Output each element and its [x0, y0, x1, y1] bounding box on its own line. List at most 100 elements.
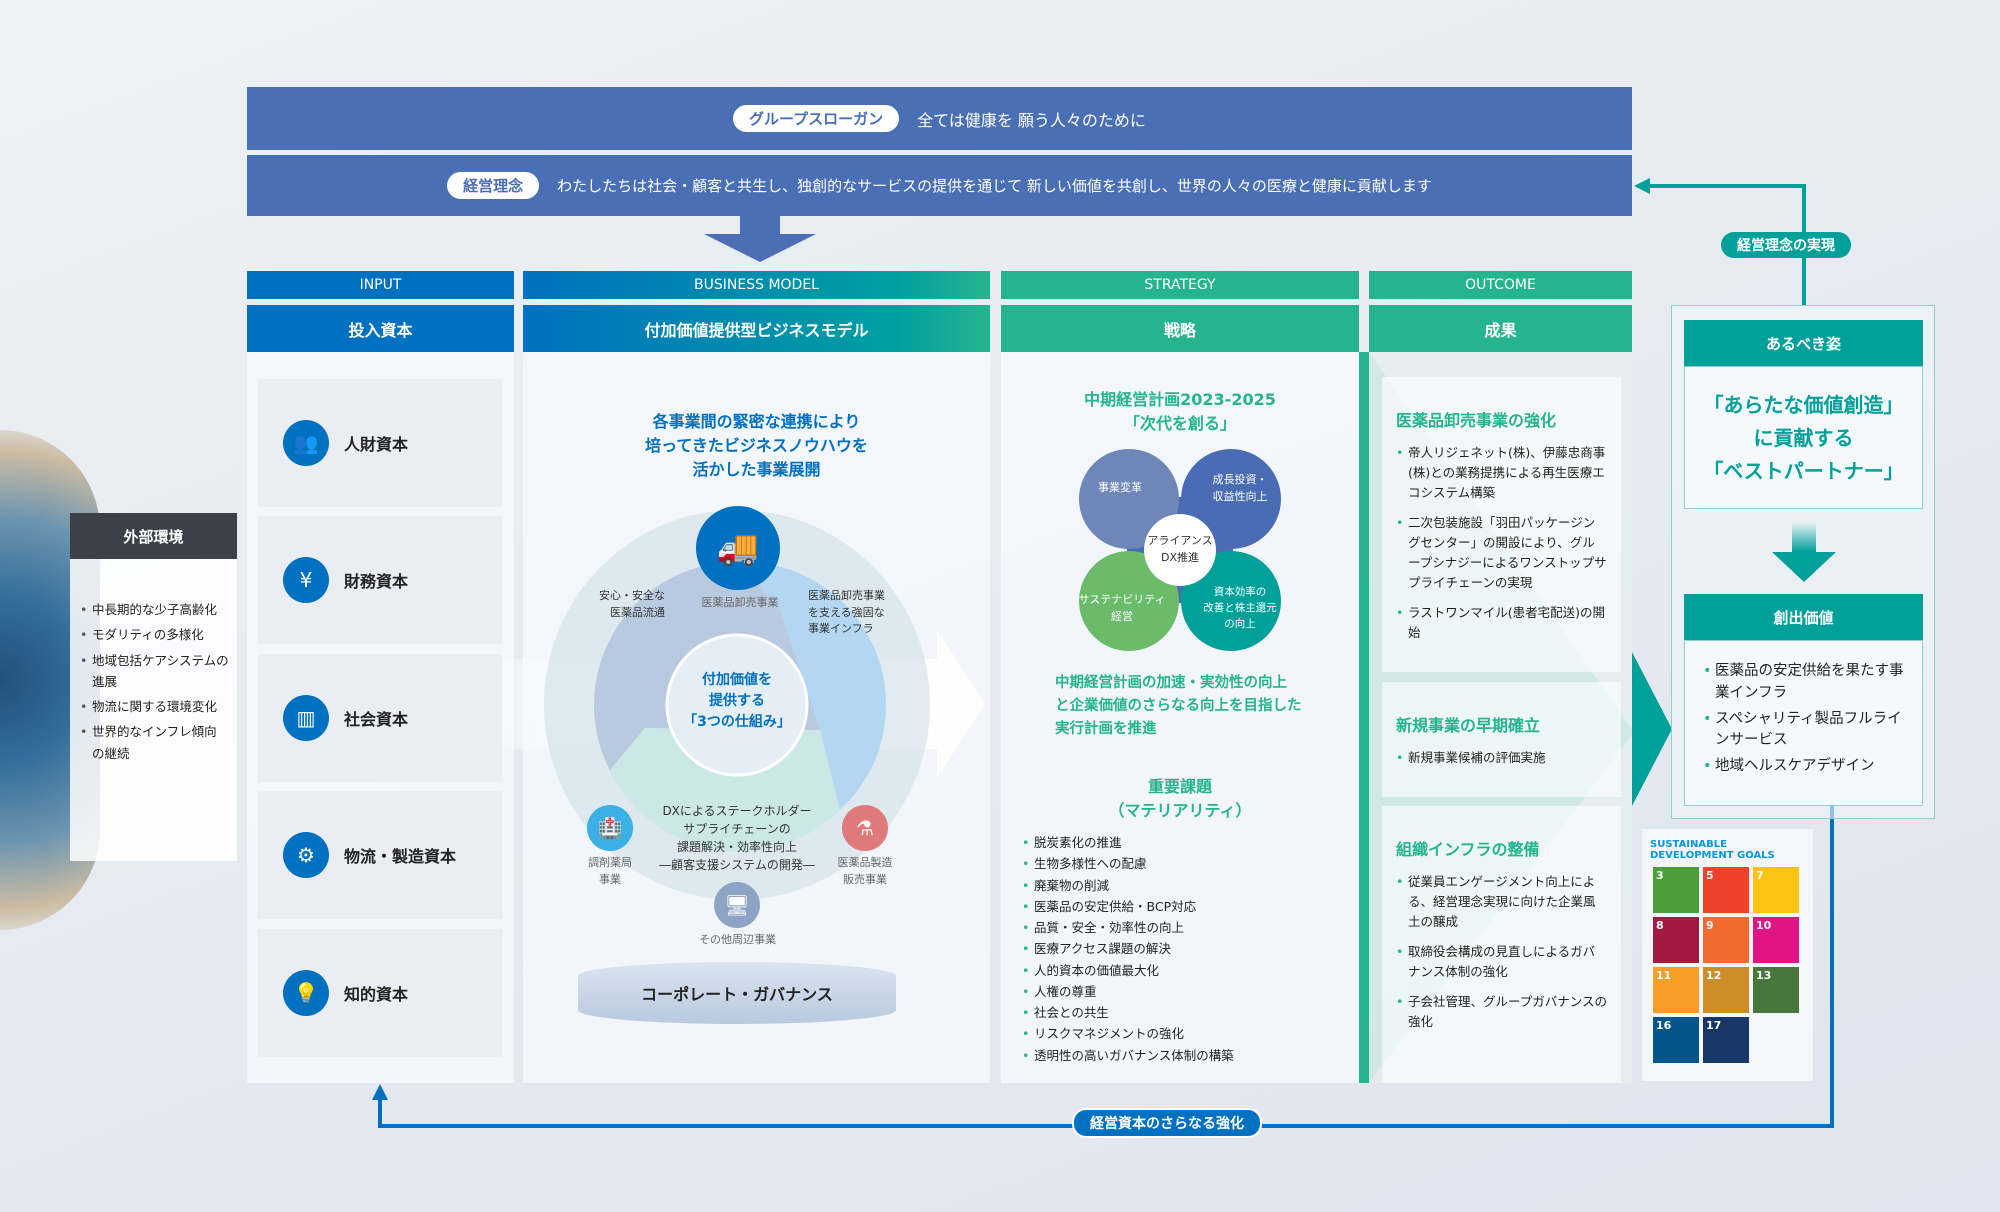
sdg-goal-5-icon: 5	[1703, 867, 1749, 913]
sdg-goal-7-icon: 7	[1753, 867, 1799, 913]
outcome-title: 組織インフラの整備	[1396, 840, 1540, 859]
corporate-governance-base: コーポレート・ガバナンス	[578, 962, 896, 1024]
materiality-item: 脱炭素化の推進	[1022, 832, 1342, 854]
slogan-label: グループスローガン	[733, 105, 900, 132]
plan-description: 中期経営計画の加速・実効性の向上と企業価値のさらなる向上を目指した実行計画を推進	[1055, 675, 1302, 738]
column-title-outcome: 成果	[1369, 305, 1632, 352]
monitor-icon: 🖥	[714, 882, 760, 928]
petal-capital-efficiency: 資本効率の改善と株主還元の向上	[1203, 586, 1277, 630]
column-title-input: 投入資本	[247, 305, 514, 352]
external-environment-title: 外部環境	[70, 513, 237, 559]
capital-card-human: 👥人財資本	[258, 379, 502, 507]
outcome-item: 帝人リジェネット(株)、伊藤忠商事(株)との業務提携による再生医療エコシステム構…	[1396, 443, 1607, 503]
external-item: 中長期的な少子高齢化	[80, 599, 229, 621]
sdg-goal-8-icon: 8	[1653, 917, 1699, 963]
outcome-title: 新規事業の早期確立	[1396, 716, 1541, 735]
column-header-input: INPUT	[247, 271, 514, 299]
wholesale-label: 医薬品卸売事業	[701, 596, 779, 609]
philosophy-banner: 経営理念 わたしたちは社会・顧客と共生し、独創的なサービスの提供を通じて 新しい…	[247, 155, 1632, 216]
outcome-item: ラストワンマイル(患者宅配送)の開始	[1396, 603, 1607, 643]
strategy-divider	[1359, 352, 1369, 1083]
sdg-goal-13-icon: 13	[1753, 967, 1799, 1013]
sdg-goal-12-icon: 12	[1703, 967, 1749, 1013]
headline-line: 各事業間の緊密な連携により	[652, 412, 861, 431]
value-item: 医薬品の安定供給を果たす事業インフラ	[1703, 661, 1910, 705]
capital-label: 物流・製造資本	[344, 847, 457, 866]
materiality-item: 品質・安全・効率性の向上	[1022, 917, 1342, 939]
column-header-strategy: STRATEGY	[1001, 271, 1359, 299]
robot-arm-icon: ⚙	[283, 832, 329, 878]
materiality-item: 人的資本の価値最大化	[1022, 960, 1342, 982]
truck-icon: 🚚	[696, 506, 780, 590]
idea-icon: 💡	[283, 970, 329, 1016]
business-headline: 各事業間の緊密な連携により 培ってきたビジネスノウハウを 活かした事業展開	[523, 410, 990, 482]
capital-label: 財務資本	[344, 572, 409, 591]
business-cycle-diagram	[544, 510, 930, 900]
down-arrow-icon	[704, 214, 816, 262]
headline-line: 培ってきたビジネスノウハウを	[645, 436, 868, 455]
sdg-goal-16-icon: 16	[1653, 1017, 1699, 1063]
vision-statement: 「あらたな価値創造」に貢献する「ベストパートナー」	[1684, 366, 1923, 509]
outcome-item: 二次包装施設「羽田パッケージングセンター」の開設により、グループシナジーによるワ…	[1396, 513, 1607, 593]
headline-line: 活かした事業展開	[692, 460, 821, 479]
capital-card-intellectual: 💡 知的資本	[258, 929, 502, 1057]
pharmacy-icon: 🏥	[587, 805, 633, 851]
down-arrow-icon	[1772, 522, 1836, 582]
column-title-strategy: 戦略	[1001, 305, 1359, 352]
outcome-item: 従業員エンゲージメント向上による、経営理念実現に向けた企業風土の醸成	[1396, 872, 1607, 932]
external-item: モダリティの多様化	[80, 624, 229, 646]
sdg-goal-9-icon: 9	[1703, 917, 1749, 963]
core-mechanism-text: 付加価値を提供する「3つの仕組み」	[683, 672, 791, 730]
capital-card-social: ▥ 社会資本	[258, 654, 502, 782]
column-header-outcome: OUTCOME	[1369, 271, 1632, 299]
capital-label: 知的資本	[344, 985, 409, 1004]
money-icon: ¥	[283, 557, 329, 603]
plan-title: 中期経営計画2023-2025「次代を創る」	[1084, 390, 1276, 433]
outcome-card-organization: 組織インフラの整備 従業員エンゲージメント向上による、経営理念実現に向けた企業風…	[1382, 806, 1621, 1083]
outcome-item: 取締役会構成の見直しによるガバナンス体制の強化	[1396, 942, 1607, 982]
created-value-header: 創出価値	[1684, 594, 1923, 640]
outcome-title: 医薬品卸売事業の強化	[1396, 411, 1557, 430]
petal-business-transformation: 事業変革	[1098, 481, 1142, 494]
sdg-goal-17-icon: 17	[1703, 1017, 1749, 1063]
materiality-item: 医薬品の安定供給・BCP対応	[1022, 896, 1342, 918]
manufacturing-label: 医薬品製造販売事業	[837, 856, 893, 886]
column-header-business-model: BUSINESS MODEL	[523, 271, 990, 299]
capital-card-financial: ¥ 財務資本	[258, 516, 502, 644]
capital-label: 社会資本	[344, 710, 409, 729]
sdg-goal-3-icon: 3	[1653, 867, 1699, 913]
slogan-banner: グループスローガン 全ては健康を 願う人々のために	[247, 87, 1632, 150]
sdg-goal-10-icon: 10	[1753, 917, 1799, 963]
right-note: 医薬品卸売事業を支える強固な事業インフラ	[808, 589, 885, 635]
other-business-label: その他周辺事業	[699, 933, 776, 946]
outcome-item: 子会社管理、グループガバナンスの強化	[1396, 992, 1607, 1032]
external-item: 地域包括ケアシステムの進展	[80, 650, 229, 693]
created-value-box: 医薬品の安定供給を果たす事業インフラスペシャリティ製品フルラインサービス地域ヘル…	[1684, 640, 1923, 806]
materiality-item: 透明性の高いガバナンス体制の構築	[1022, 1045, 1342, 1067]
sdgs-logo: SUSTAINABLE DEVELOPMENT GOALS	[1650, 839, 1775, 861]
outcome-card-new-business: 新規事業の早期確立 新規事業候補の評価実施	[1382, 682, 1621, 797]
philosophy-text: わたしたちは社会・顧客と共生し、独創的なサービスの提供を通じて 新しい価値を共創…	[557, 177, 1432, 195]
flow-arrow-head	[937, 630, 985, 778]
building-icon: ▥	[283, 695, 329, 741]
petal-growth: 成長投資・収益性向上	[1212, 473, 1268, 503]
external-item: 世界的なインフレ傾向の継続	[80, 721, 229, 764]
capital-card-logistics: ⚙ 物流・製造資本	[258, 791, 502, 919]
value-item: 地域ヘルスケアデザイン	[1703, 756, 1910, 778]
slogan-text: 全ては健康を 願う人々のために	[917, 110, 1146, 130]
materiality-list: 脱炭素化の推進 生物多様性への配慮 廃棄物の削減 医薬品の安定供給・BCP対応 …	[1022, 832, 1342, 1066]
philosophy-label: 経営理念	[447, 172, 540, 199]
value-item: スペシャリティ製品フルラインサービス	[1703, 709, 1910, 753]
external-environment-panel: 外部環境 中長期的な少子高齢化 モダリティの多様化 地域包括ケアシステムの進展 …	[70, 513, 237, 861]
materiality-item: 生物多様性への配慮	[1022, 853, 1342, 875]
strategy-clover-diagram	[1079, 449, 1281, 651]
materiality-title: 重要課題（マテリアリティ）	[1108, 777, 1252, 820]
materiality-item: 廃棄物の削減	[1022, 875, 1342, 897]
sdg-goal-11-icon: 11	[1653, 967, 1699, 1013]
materiality-item: 医療アクセス課題の解決	[1022, 938, 1342, 960]
capital-label: 人財資本	[344, 435, 409, 454]
petal-sustainability: サステナビリティ経営	[1078, 593, 1166, 623]
